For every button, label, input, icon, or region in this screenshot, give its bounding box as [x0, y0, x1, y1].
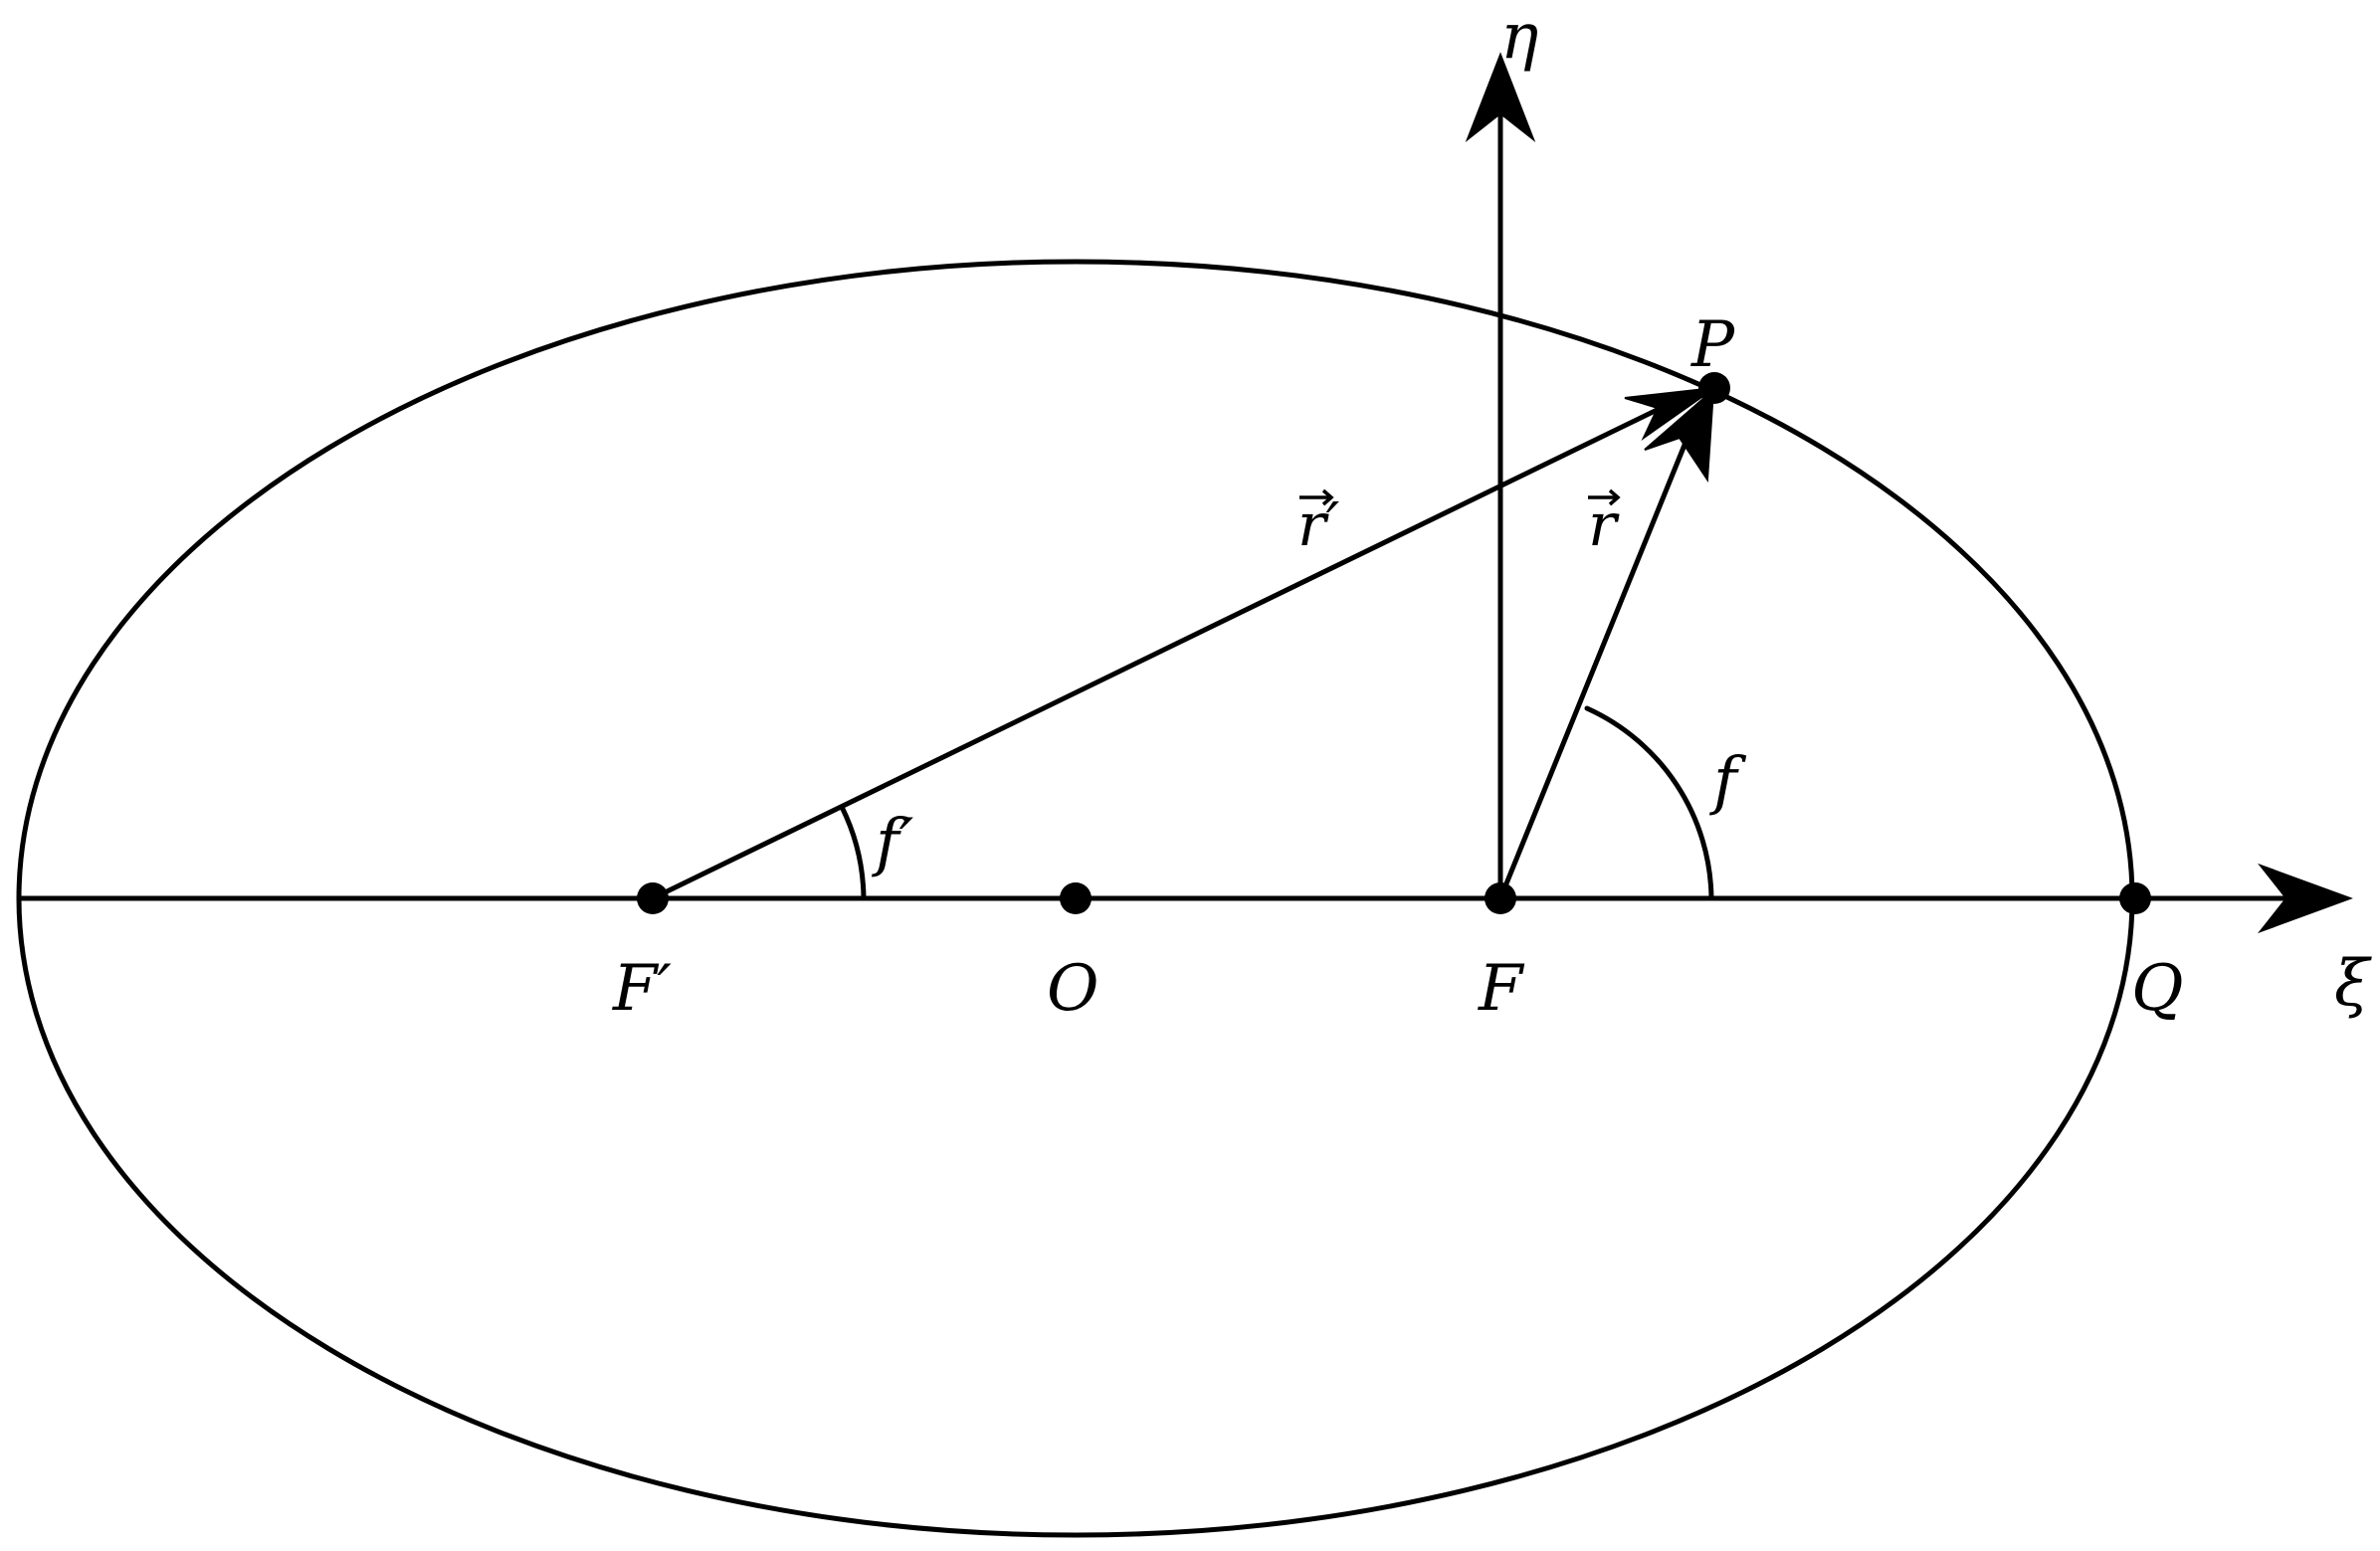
label-vector-r-prime-group: r′	[1297, 488, 1340, 560]
vector-r-arrowhead	[1644, 387, 1715, 484]
point-center	[1060, 882, 1091, 914]
xi-axis-label: ξ	[2334, 947, 2372, 1021]
xi-axis-arrowhead	[2258, 863, 2353, 934]
eta-axis-label: η	[1500, 0, 1538, 74]
angle-arc-f	[1584, 705, 1714, 901]
eta-axis-arrowhead	[1465, 52, 1536, 143]
point-focus	[1485, 882, 1516, 914]
angle-arc-f-prime	[839, 804, 867, 901]
point-body	[1698, 372, 1730, 404]
label-vector-r-group: r	[1588, 488, 1621, 560]
vector-r-bar-tip	[1608, 488, 1621, 506]
point-periapsis	[2119, 882, 2151, 914]
label-focus: F	[1478, 952, 1525, 1026]
label-vector-r: r	[1588, 490, 1620, 560]
vector-r-prime-bar-tip	[1321, 488, 1334, 506]
vector-r-line	[1497, 425, 1694, 901]
label-periapsis: Q	[2131, 952, 2183, 1026]
label-center: O	[1047, 952, 1098, 1026]
label-body: P	[1690, 308, 1735, 382]
vector-r-prime-arrowhead	[1624, 387, 1715, 441]
vector-r-prime-line	[650, 395, 1685, 901]
label-angle-f-prime: f′	[872, 806, 914, 879]
label-left-focus: F′	[612, 952, 672, 1026]
label-vector-r-prime: r′	[1297, 490, 1340, 560]
point-left-focus	[637, 882, 669, 914]
label-angle-f: f	[1709, 744, 1747, 818]
